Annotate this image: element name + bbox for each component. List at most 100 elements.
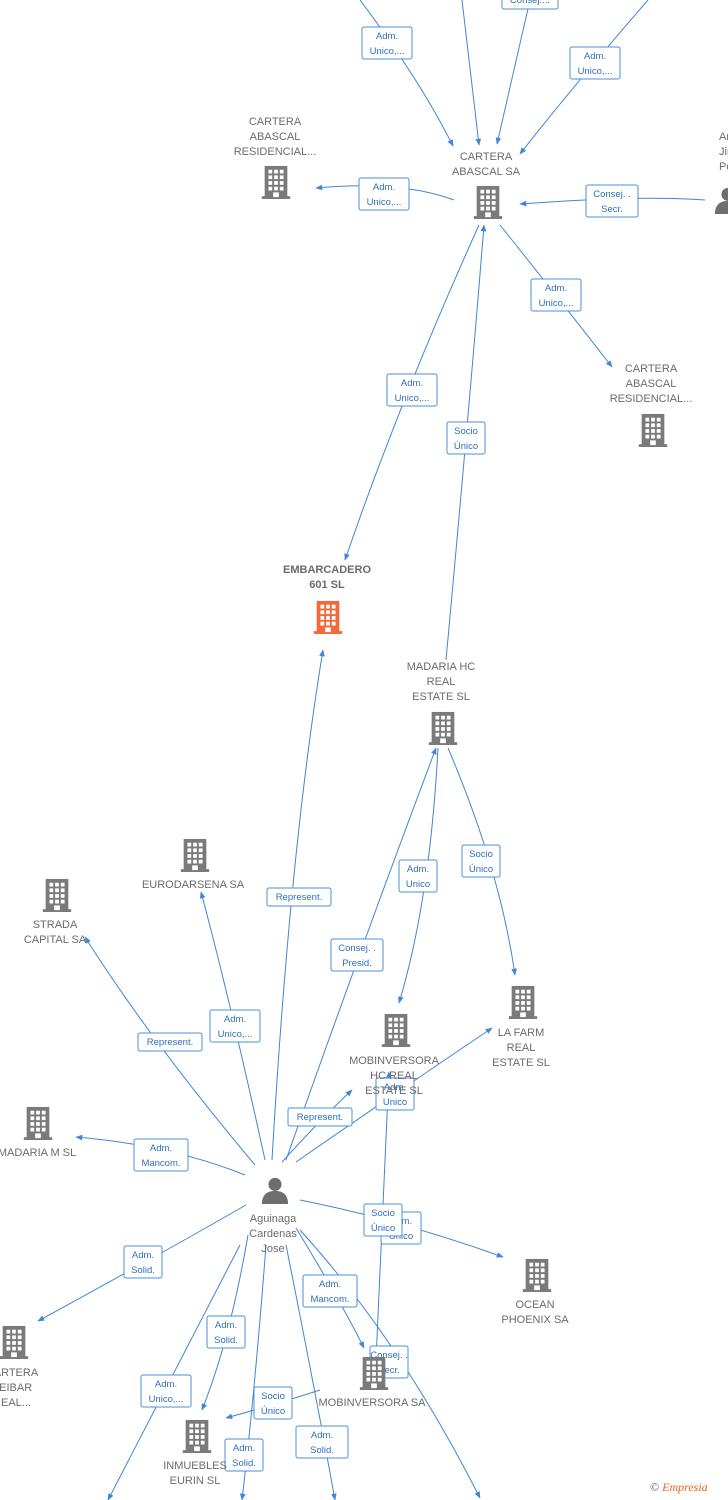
edge-label-text: Solid. <box>131 1265 155 1276</box>
person-icon <box>714 187 728 214</box>
edge-label-text: Consej.... <box>510 0 550 6</box>
edge-label-text: Socio <box>454 426 478 437</box>
edge-label[interactable]: Consej.... <box>501 0 559 10</box>
node-label: REAL... <box>0 1397 31 1409</box>
footer-brand: © Empresia <box>650 1480 708 1495</box>
edge-label-text: Adm. <box>376 31 398 42</box>
edge-label-text: Adm. <box>215 1320 237 1331</box>
edge-label[interactable]: Adm. Unico,... <box>569 46 621 80</box>
node-label: ABASCAL <box>250 131 301 143</box>
node-person-top-right[interactable]: AngJimePo <box>714 131 728 214</box>
edge-line <box>461 0 482 146</box>
node-label: EURODARSENA SA <box>142 879 245 891</box>
person-icon <box>261 1177 289 1204</box>
edge-label-text: Adm. <box>233 1443 255 1454</box>
edge-label-text: Único <box>469 864 493 875</box>
node-label: CARTERA <box>460 151 513 163</box>
edge-label[interactable]: Adm.Unico <box>398 859 438 893</box>
edge-label-text: Unico,... <box>149 1394 184 1405</box>
edge-label-text: Adm. <box>584 51 606 62</box>
edge-label-text: Consej. . <box>370 1350 408 1361</box>
edge-label[interactable]: Represent. <box>137 1032 203 1052</box>
node-cartera-abascal-res-1[interactable]: CARTERAABASCALRESIDENCIAL... <box>234 116 317 199</box>
edge-label-text: Unico <box>406 879 430 890</box>
edge-label[interactable]: Consej. .Presid. <box>330 938 384 972</box>
building-icon <box>428 711 458 745</box>
node-label: REAL <box>427 676 456 688</box>
node-label: MADARIA HC <box>407 661 476 673</box>
node-label: HC REAL <box>370 1070 418 1082</box>
building-icon <box>182 1419 212 1453</box>
edge-label-text: Unico,... <box>578 66 613 77</box>
node-label: Jime <box>719 146 728 158</box>
edge-label-text: Mancom. <box>310 1294 349 1305</box>
edge-label[interactable]: Consej. .Secr. <box>585 184 639 218</box>
node-madaria-m[interactable]: MADARIA M SL <box>0 1106 76 1159</box>
node-label: INMUEBLES <box>163 1460 227 1472</box>
edge-label-text: Adm. <box>373 182 395 193</box>
edge-label[interactable]: Adm. Solid. <box>123 1245 163 1279</box>
edge-label-text: Adm. <box>132 1250 154 1261</box>
edge-label-text: Unico,... <box>218 1029 253 1040</box>
edge-label-text: Unico,... <box>370 46 405 57</box>
edge-label-text: Unico,... <box>367 197 402 208</box>
node-mobinversora-sa[interactable]: MOBINVERSORA SA <box>319 1356 427 1409</box>
edge-label-text: Socio <box>469 849 493 860</box>
edge-label[interactable]: Adm.Unico,... <box>140 1374 192 1408</box>
node-eurodarsena[interactable]: EURODARSENA SA <box>142 838 245 891</box>
node-ocean-phoenix[interactable]: OCEAN PHOENIX SA <box>501 1258 569 1326</box>
edge-label-text: Adm. <box>319 1279 341 1290</box>
edge-label[interactable]: Adm.Solid. <box>224 1438 264 1472</box>
node-label: 601 SL <box>309 579 345 591</box>
edge-label-text: Adm. <box>545 283 567 294</box>
edge-label[interactable]: Represent. <box>266 887 332 907</box>
edge-label[interactable]: Adm.Solid. <box>295 1425 349 1459</box>
node-label: Aguinaga <box>250 1213 297 1225</box>
building-icon <box>180 838 210 872</box>
node-label: Ang <box>719 131 728 143</box>
edge-labels-layer: Adm. Unico,... Consej.... Adm. Unico,... Adm.… <box>123 0 639 1472</box>
node-label: OCEAN <box>515 1299 554 1311</box>
node-label: Cardenas <box>249 1228 297 1240</box>
edge-label-text: Unico,... <box>395 393 430 404</box>
building-icon <box>638 413 668 447</box>
edge-label-text: Socio <box>261 1391 285 1402</box>
node-cartera-seibar[interactable]: CARTERASEIBARREAL... <box>0 1325 39 1409</box>
edge-label[interactable]: Adm. Mancom. <box>302 1274 358 1308</box>
edge-label-text: Único <box>371 1223 395 1234</box>
edge-line <box>271 649 325 1161</box>
edge-label-text: Mancom. <box>141 1158 180 1169</box>
edge-label[interactable]: Adm.Unico,... <box>209 1009 261 1043</box>
edge-label[interactable]: Adm. Unico,... <box>358 177 410 211</box>
edge-label[interactable]: Adm.Solid. <box>206 1315 246 1349</box>
edge-label[interactable]: Adm.Unico,... <box>386 373 438 407</box>
building-icon <box>508 985 538 1019</box>
node-cartera-abascal-res-2[interactable]: CARTERAABASCALRESIDENCIAL... <box>610 363 693 447</box>
edge-label[interactable]: Represent. <box>287 1107 353 1127</box>
building-icon <box>522 1258 552 1292</box>
node-label: PHOENIX SA <box>501 1314 569 1326</box>
edge-label[interactable]: Adm.Unico <box>375 1077 415 1111</box>
node-label: ESTATE SL <box>492 1057 550 1069</box>
edge-label-text: Adm. <box>384 1082 406 1093</box>
edge-label[interactable]: Adm. Unico,... <box>361 26 413 60</box>
building-icon <box>359 1356 389 1390</box>
edge-label-text: Único <box>261 1406 285 1417</box>
edge-label[interactable]: Adm.Unico,... <box>530 278 582 312</box>
building-icon <box>0 1325 29 1359</box>
edge-label[interactable]: Adm.Mancom. <box>133 1138 189 1172</box>
edge-label-text: Presid. <box>342 958 372 969</box>
